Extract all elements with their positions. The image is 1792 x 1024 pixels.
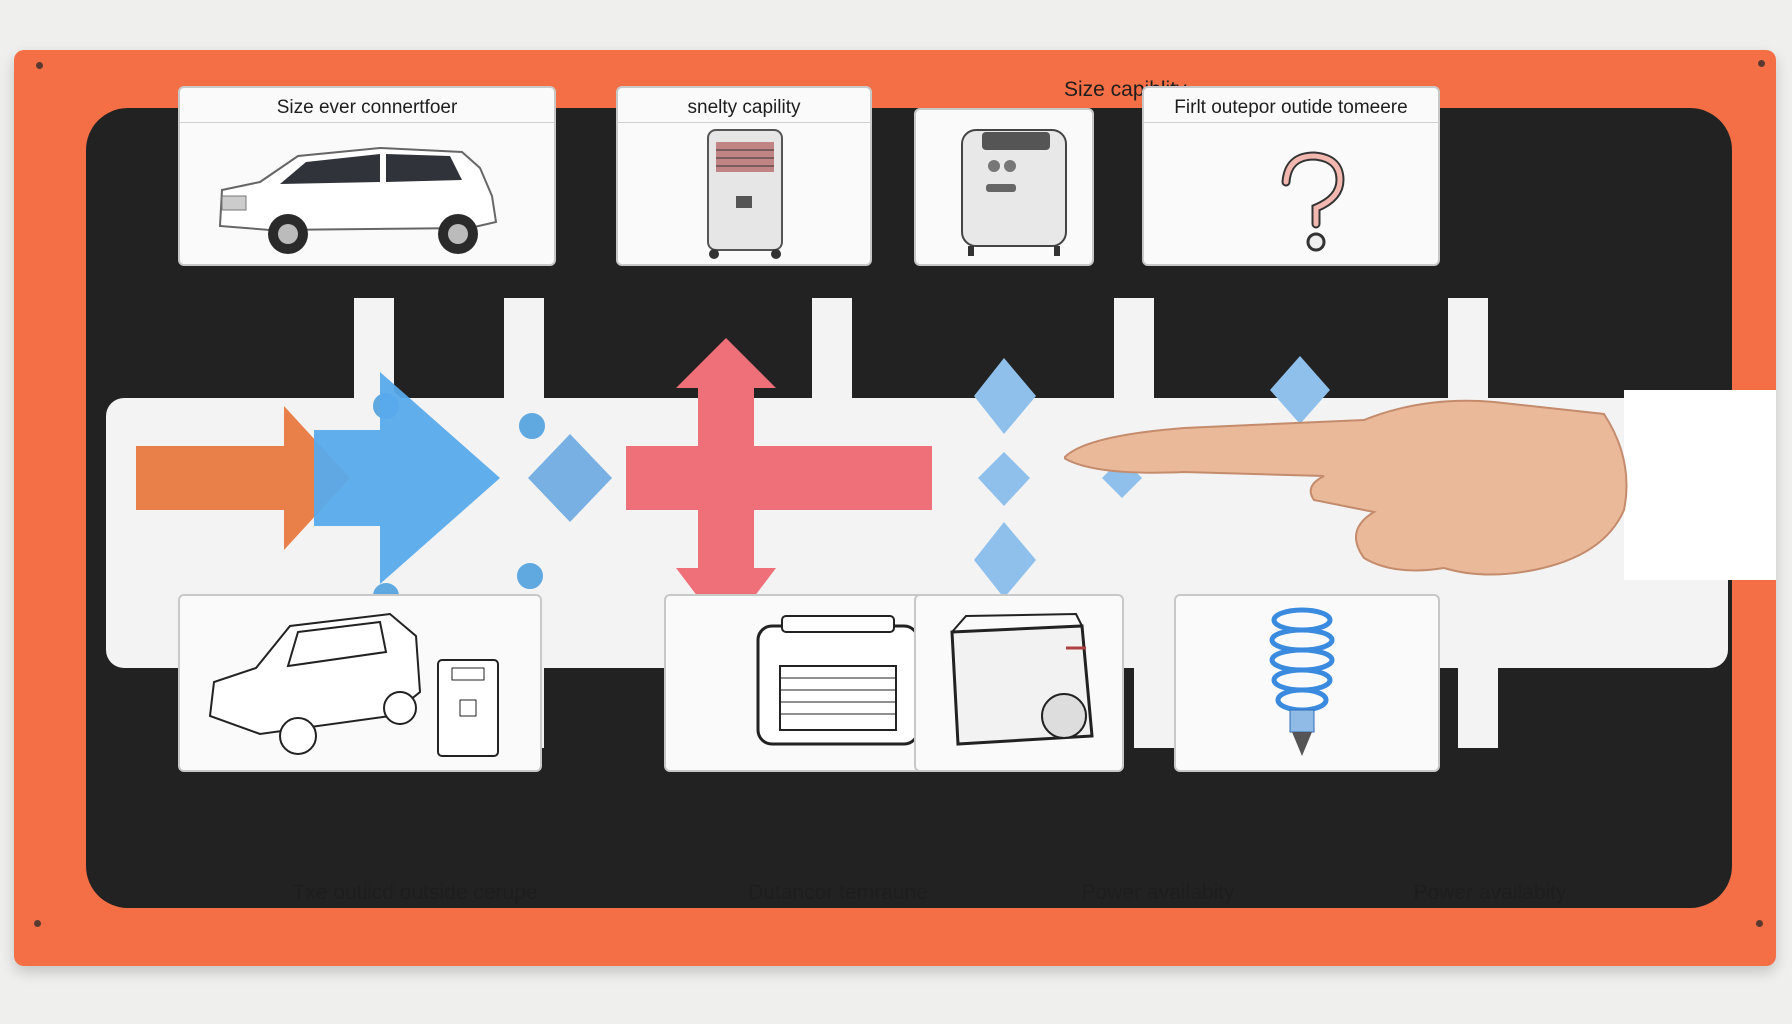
connector-dot — [514, 560, 546, 592]
suv-outline-with-ac-icon — [180, 596, 540, 770]
top-card-caption: Size ever connertfoer — [180, 94, 554, 123]
small-diamond-icon — [978, 452, 1030, 506]
bottom-card-label: Dutancor temraune — [748, 881, 928, 904]
small-diamond-icon — [974, 522, 1036, 598]
portable-cooler-icon — [916, 596, 1122, 770]
bottom-card-label: Power availabity — [1413, 881, 1567, 904]
bottom-card-1 — [178, 594, 542, 772]
suv-icon — [180, 126, 554, 264]
connector — [1134, 658, 1174, 748]
bottom-card-label: Power availabity — [1081, 881, 1235, 904]
small-diamond-icon — [1270, 356, 1330, 424]
connector — [1448, 298, 1488, 408]
top-card-1: Size ever connertfoer — [178, 86, 556, 266]
compact-ac-unit-icon — [916, 112, 1092, 264]
signboard: Size ever connertfoer snelty capility — [14, 50, 1776, 966]
connector-dot — [516, 410, 548, 442]
pink-cross-arrow-icon — [626, 338, 932, 634]
screw — [1756, 920, 1763, 927]
bottom-card-4 — [1174, 594, 1440, 772]
screw — [34, 920, 41, 927]
connector — [812, 298, 852, 408]
bottom-card-3 — [914, 594, 1124, 772]
pointing-hand-icon — [1064, 390, 1776, 580]
question-mark-icon — [1144, 126, 1438, 264]
blue-diamond-icon — [528, 434, 612, 522]
top-card-3 — [914, 108, 1094, 266]
screw — [36, 62, 43, 69]
window-ac-outline-icon — [666, 596, 986, 770]
orange-arrow-icon — [136, 406, 350, 550]
small-diamond-icon — [974, 358, 1036, 434]
connector — [1114, 298, 1154, 408]
top-card-caption: snelty capility — [618, 94, 870, 123]
top-card-2: snelty capility — [616, 86, 872, 266]
screw — [1758, 60, 1765, 67]
bottom-card-label: Txe outiicd outside cerupe — [292, 881, 538, 904]
top-card-4: Firlt outepor outide tomeere — [1142, 86, 1440, 266]
portable-ac-icon — [618, 126, 870, 264]
flow-shapes — [136, 338, 1330, 634]
connector — [504, 298, 544, 408]
coolant-coil-icon — [1176, 596, 1438, 770]
connector — [1458, 658, 1498, 748]
blue-arrow-icon — [314, 372, 500, 584]
top-card-caption: Firlt outepor outide tomeere — [1144, 94, 1438, 123]
